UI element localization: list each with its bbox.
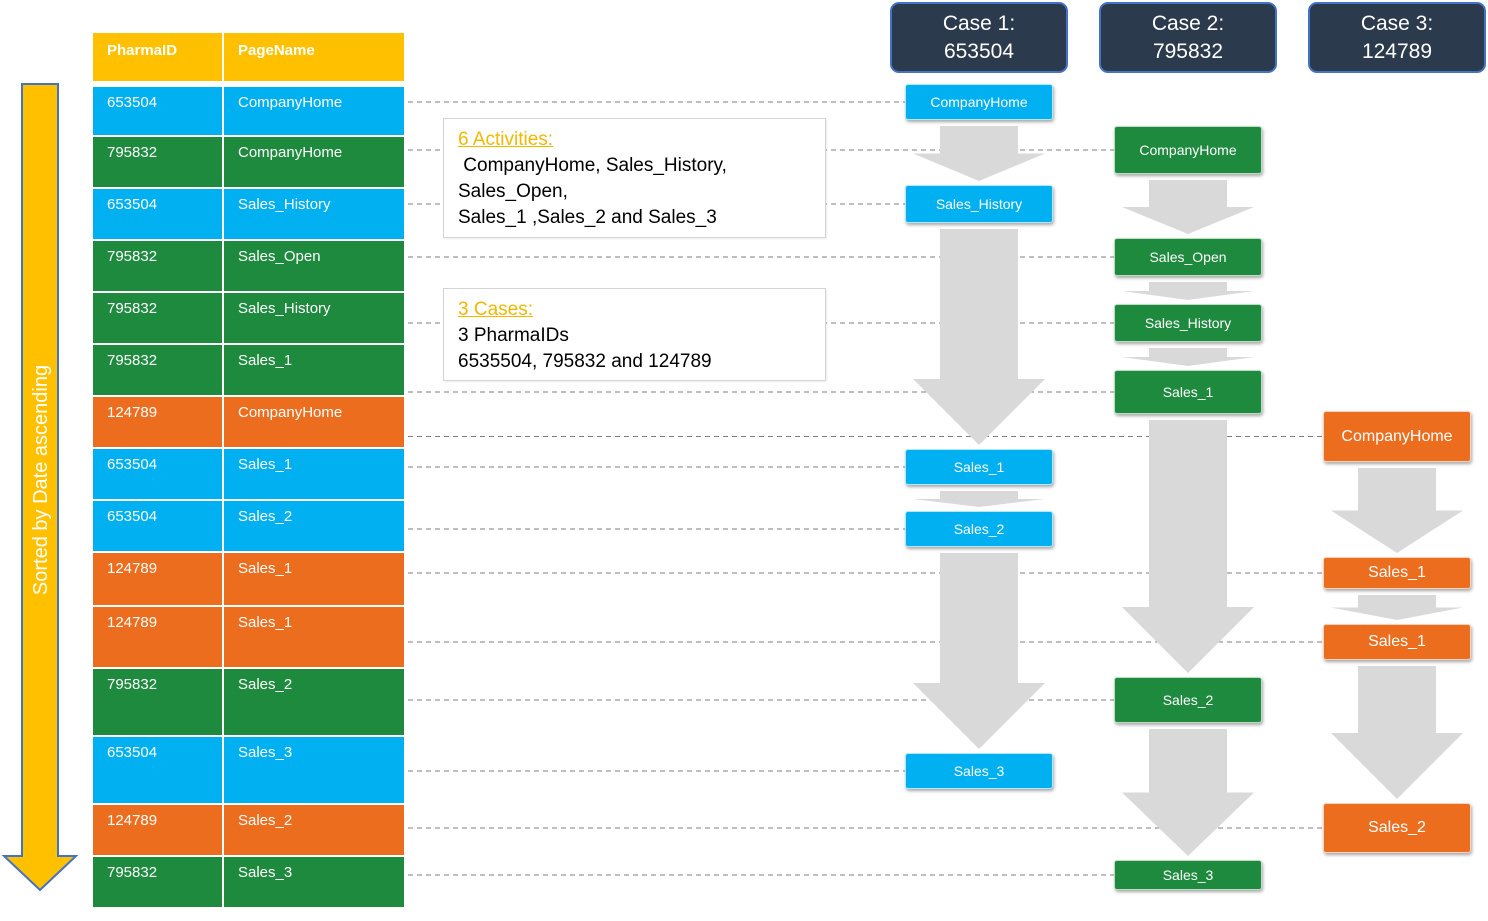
table-cell-pharmaid: 653504 — [92, 448, 223, 500]
table-cell-pharmaid: 124789 — [92, 552, 223, 606]
case-3-flow-arrow — [1331, 666, 1463, 799]
table-cell-pagename: Sales_3 — [223, 856, 405, 908]
case-1-title: Case 1: — [942, 12, 1016, 35]
table-cell-pharmaid: 795832 — [92, 668, 223, 736]
sort-direction-label: Sorted by Date ascending — [30, 364, 52, 596]
table-cell-pharmaid: 653504 — [92, 188, 223, 240]
case-1-activity-box: Sales_2 — [905, 511, 1053, 547]
case-2-header: Case 2: 795832 — [1099, 2, 1277, 73]
table-cell-pagename: Sales_1 — [223, 606, 405, 668]
table-cell-pagename: CompanyHome — [223, 396, 405, 448]
table-cell-pharmaid: 124789 — [92, 804, 223, 856]
table-cell-pagename: Sales_2 — [223, 804, 405, 856]
flow-arrows — [913, 126, 1463, 856]
case-2-flow-arrow — [1122, 282, 1254, 300]
case-3-activity-box: Sales_2 — [1323, 803, 1471, 853]
table-cell-pharmaid: 653504 — [92, 500, 223, 552]
table-cell-pharmaid: 124789 — [92, 606, 223, 668]
cases-note-title: 3 Cases: — [458, 299, 533, 320]
table-cell-pagename: Sales_Open — [223, 240, 405, 292]
case-1-activity-box: Sales_3 — [905, 753, 1053, 789]
table-cell-pagename: CompanyHome — [223, 136, 405, 188]
activities-note-line: CompanyHome, Sales_History, — [458, 155, 727, 176]
case-2-flow-arrow — [1122, 420, 1254, 673]
case-2-flow-arrow — [1122, 729, 1254, 856]
case-2-flow-arrow — [1122, 348, 1254, 366]
case-2-activity-box: Sales_2 — [1114, 677, 1262, 723]
table-cell-pagename: Sales_2 — [223, 668, 405, 736]
table-cell-pharmaid: 795832 — [92, 856, 223, 908]
sort-direction-arrow — [1, 83, 79, 892]
case-2-activity-box: Sales_Open — [1114, 238, 1262, 276]
case-2-activity-box: Sales_1 — [1114, 370, 1262, 414]
table-cell-pagename: Sales_2 — [223, 500, 405, 552]
table-cell-pagename: CompanyHome — [223, 86, 405, 136]
table-cell-pharmaid: 124789 — [92, 396, 223, 448]
case-3-activity-box: Sales_1 — [1323, 624, 1471, 660]
cases-note: 3 Cases: 3 PharmaIDs 6535504, 795832 and… — [443, 288, 826, 381]
table-cell-pagename: Sales_History — [223, 188, 405, 240]
case-3-header: Case 3: 124789 — [1308, 2, 1486, 73]
table-cell-pharmaid: 795832 — [92, 292, 223, 344]
table-cell-pagename: Sales_1 — [223, 344, 405, 396]
table-cell-pharmaid: 795832 — [92, 136, 223, 188]
column-header-pharmaid: PharmaID — [92, 32, 223, 82]
cases-note-line: 6535504, 795832 and 124789 — [458, 351, 712, 372]
case-3-flow-arrow — [1331, 468, 1463, 553]
case-1-activity-box: Sales_History — [905, 185, 1053, 223]
case-2-activity-box: Sales_History — [1114, 304, 1262, 342]
column-header-pagename: PageName — [223, 32, 405, 82]
activities-note-line: Sales_Open, — [458, 181, 568, 202]
activities-note: 6 Activities: CompanyHome, Sales_History… — [443, 118, 826, 238]
case-3-flow-arrow — [1331, 595, 1463, 620]
table-cell-pharmaid: 795832 — [92, 240, 223, 292]
case-1-header: Case 1: 653504 — [890, 2, 1068, 73]
case-2-flow-arrow — [1122, 180, 1254, 234]
case-2-activity-box: CompanyHome — [1114, 126, 1262, 174]
table-cell-pagename: Sales_History — [223, 292, 405, 344]
case-1-id: 653504 — [943, 40, 1015, 63]
case-3-title: Case 3: — [1360, 12, 1434, 35]
table-cell-pagename: Sales_1 — [223, 448, 405, 500]
case-1-flow-arrow — [913, 553, 1045, 749]
table-cell-pharmaid: 653504 — [92, 86, 223, 136]
case-1-flow-arrow — [913, 229, 1045, 445]
case-1-activity-box: CompanyHome — [905, 84, 1053, 120]
case-1-activity-box: Sales_1 — [905, 449, 1053, 485]
case-3-activity-box: CompanyHome — [1323, 411, 1471, 462]
case-3-activity-box: Sales_1 — [1323, 557, 1471, 589]
activities-note-line: Sales_1 ,Sales_2 and Sales_3 — [458, 207, 717, 228]
case-2-activity-box: Sales_3 — [1114, 860, 1262, 890]
case-1-flow-arrow — [913, 126, 1045, 181]
case-2-title: Case 2: — [1151, 12, 1225, 35]
table-cell-pharmaid: 795832 — [92, 344, 223, 396]
cases-note-line: 3 PharmaIDs — [458, 325, 569, 346]
case-1-flow-arrow — [913, 491, 1045, 507]
case-3-id: 124789 — [1361, 40, 1433, 63]
case-2-id: 795832 — [1152, 40, 1224, 63]
table-cell-pagename: Sales_3 — [223, 736, 405, 804]
table-cell-pagename: Sales_1 — [223, 552, 405, 606]
activities-note-title: 6 Activities: — [458, 129, 554, 150]
table-cell-pharmaid: 653504 — [92, 736, 223, 804]
